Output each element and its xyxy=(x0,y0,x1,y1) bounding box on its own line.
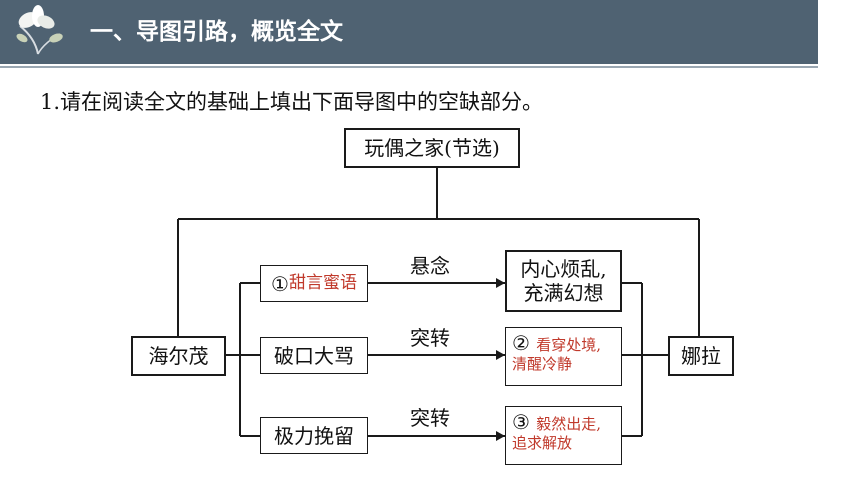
row1-left-answer: 甜言蜜语 xyxy=(288,273,357,294)
row2-middle-label: 突转 xyxy=(410,326,450,350)
row1-right-line2: 充满幻想 xyxy=(523,281,604,305)
row3-right-node: ③ 毅然出走, 追求解放 xyxy=(505,406,622,465)
left-character-node: 海尔茂 xyxy=(131,336,226,376)
root-node-label: 玩偶之家(节选) xyxy=(364,136,500,160)
row3-left-label: 极力挽留 xyxy=(274,423,354,448)
right-character-label: 娜拉 xyxy=(681,344,721,368)
row3-right-answer-line1: 毅然出走, xyxy=(536,415,602,433)
header-divider xyxy=(0,66,818,68)
root-node: 玩偶之家(节选) xyxy=(344,128,520,168)
row3-right-number: ③ xyxy=(512,410,530,434)
left-character-label: 海尔茂 xyxy=(148,344,209,368)
row3-right-answer-line2: 追求解放 xyxy=(512,434,573,452)
row3-middle-label: 突转 xyxy=(410,406,450,430)
row2-left-label: 破口大骂 xyxy=(274,343,354,368)
arrow-head-row2 xyxy=(496,350,505,360)
arrow-head-row1 xyxy=(496,278,505,288)
row2-right-answer-line1: 看穿处境, xyxy=(536,336,602,354)
instruction-text: 1.请在阅读全文的基础上填出下面导图中的空缺部分。 xyxy=(40,90,544,114)
row2-right-answer-line2: 清醒冷静 xyxy=(512,355,573,373)
row1-left-number: ① xyxy=(271,271,289,296)
magnolia-flower-icon xyxy=(16,5,63,55)
row2-right-node: ② 看穿处境, 清醒冷静 xyxy=(505,327,622,386)
header-band xyxy=(0,0,818,64)
row2-left-node: 破口大骂 xyxy=(260,337,368,374)
row1-right-line1: 内心烦乱, xyxy=(520,257,607,281)
row1-middle-label: 悬念 xyxy=(410,254,450,278)
arrow-head-row3 xyxy=(496,431,505,441)
right-character-node: 娜拉 xyxy=(668,336,734,376)
row3-left-node: 极力挽留 xyxy=(260,417,368,454)
row1-right-node: 内心烦乱, 充满幻想 xyxy=(505,250,622,312)
section-title: 一、导图引路，概览全文 xyxy=(90,19,343,45)
row2-right-number: ② xyxy=(512,331,530,355)
